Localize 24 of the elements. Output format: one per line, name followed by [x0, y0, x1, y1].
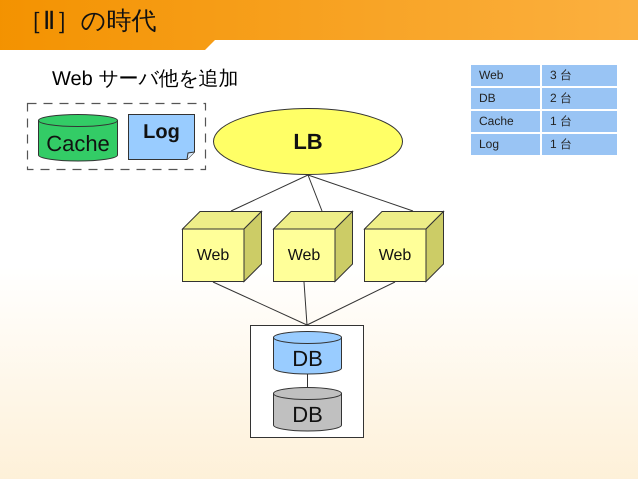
- connector-line: [308, 174, 322, 212]
- table-cell: 3 台: [541, 64, 618, 87]
- connector-line: [307, 374, 308, 388]
- cache-cylinder: Cache: [38, 114, 118, 161]
- db-group-box: [250, 325, 364, 438]
- db-cylinder: DB: [273, 387, 342, 431]
- db-cylinder: DB: [273, 331, 342, 374]
- connector-line: [230, 174, 308, 212]
- title-banner: ［Ⅱ］の時代: [0, 0, 638, 50]
- connector-line: [304, 282, 308, 326]
- connector-line: [306, 282, 396, 326]
- table-cell: Cache: [470, 110, 541, 133]
- table-cell: 1 台: [541, 133, 618, 156]
- connector-line: [308, 174, 414, 212]
- subtitle: Web サーバ他を追加: [52, 67, 238, 92]
- table-cell: 1 台: [541, 110, 618, 133]
- table-cell: DB: [470, 87, 541, 110]
- log-document: Log: [128, 114, 195, 160]
- lb-ellipse: LB: [213, 108, 403, 175]
- table-cell: 2 台: [541, 87, 618, 110]
- dashed-group-box: [27, 103, 206, 170]
- table-cell: Web: [470, 64, 541, 87]
- table-cell: Log: [470, 133, 541, 156]
- connector-line: [212, 282, 308, 326]
